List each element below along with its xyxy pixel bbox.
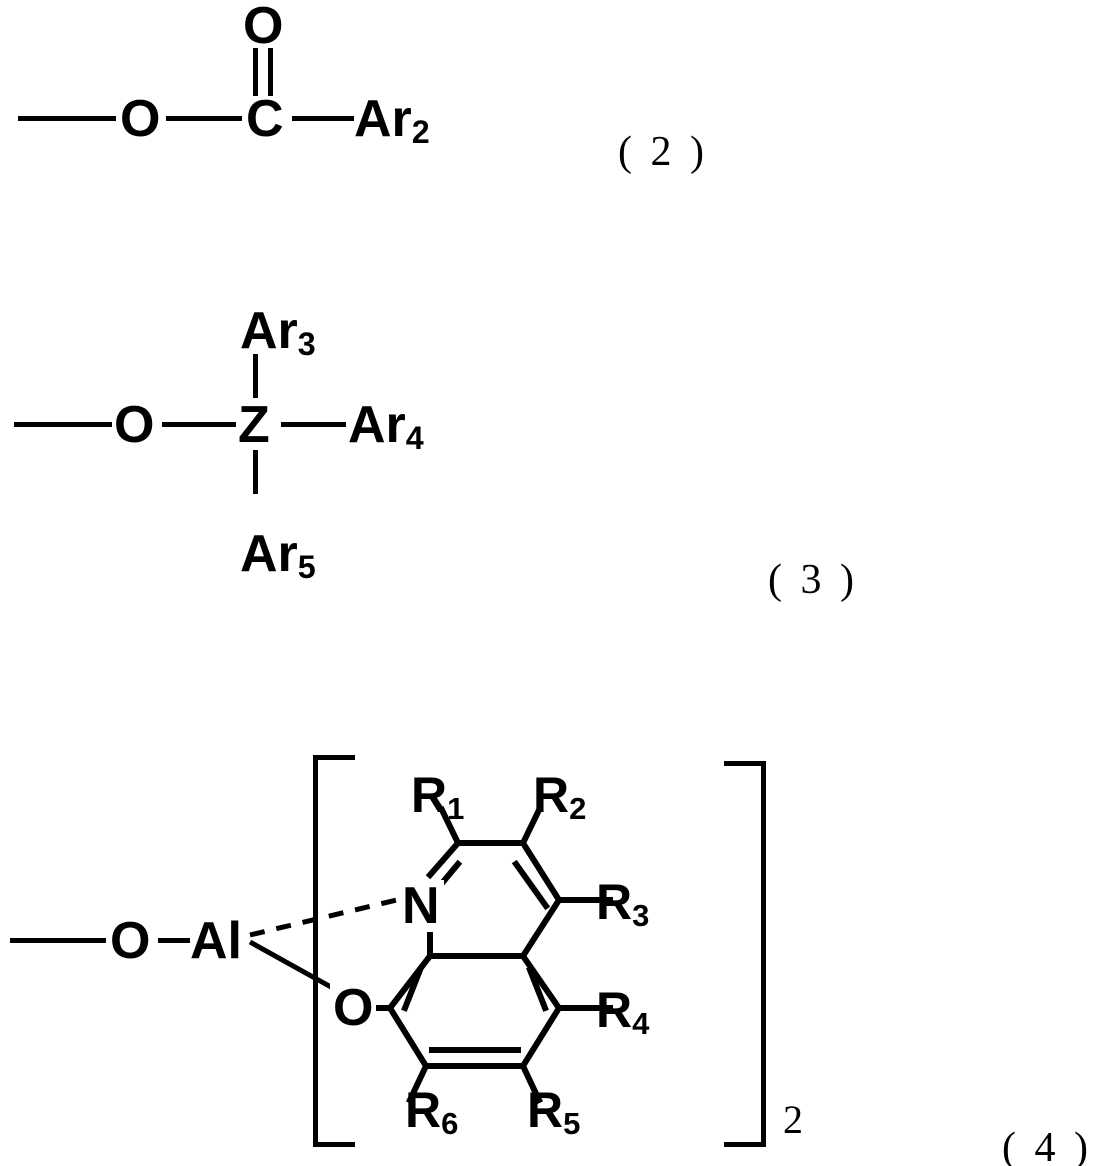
atom-aluminum-4: Al	[190, 912, 242, 970]
bond-c3-r2	[518, 805, 544, 848]
bond-o-c-2	[166, 116, 242, 121]
substituent-r4-label: R	[596, 982, 633, 1038]
atom-o-link-4: O	[110, 912, 151, 970]
substituent-r6-sub: 6	[441, 1105, 459, 1141]
bond-c4-c4a	[518, 895, 564, 961]
atom-o-double-2: O	[243, 0, 284, 55]
atom-nitrogen-4: N	[398, 880, 444, 932]
bond-c6-c5	[518, 1003, 564, 1071]
substituent-r4: R4	[596, 985, 649, 1039]
bond-o-z-3	[162, 422, 236, 427]
substituent-r2-sub: 2	[569, 790, 587, 826]
atom-o-link-2: O	[120, 90, 161, 148]
atom-aryl5-3: Ar5	[240, 528, 316, 583]
bond-c8-c7	[385, 1003, 431, 1071]
atom-aryl-2-sub: 2	[411, 114, 430, 151]
bond-inner-c8a-c8	[401, 966, 424, 1012]
bond-c8a-c8	[385, 951, 435, 1013]
bond-n-c2	[425, 838, 463, 880]
bond-double-left-2	[253, 48, 258, 96]
substituent-r1-label: R	[411, 767, 448, 823]
bracket-left-4	[313, 755, 355, 1147]
bond-o-al-4	[158, 938, 190, 943]
atom-aryl4-3-label: Ar	[348, 396, 406, 454]
formula-3-number: ( 3 )	[768, 557, 858, 603]
substituent-r2: R2	[533, 770, 586, 824]
formula-4-number: ( 4 )	[1002, 1125, 1092, 1166]
atom-aryl3-3-label: Ar	[240, 302, 298, 360]
bond-c6-r5	[519, 1062, 543, 1104]
atom-carbon-2: C	[246, 90, 284, 148]
bond-z-ar3-3	[253, 354, 258, 398]
atom-o-link-3: O	[114, 396, 155, 454]
substituent-r2-label: R	[533, 767, 570, 823]
substituent-r6: R6	[405, 1085, 458, 1139]
substituent-r3-sub: 3	[632, 897, 650, 933]
formula-2-number: ( 2 )	[618, 129, 708, 175]
bond-c3-c4	[518, 838, 564, 905]
bond-c2-r1	[437, 805, 463, 848]
bond-inner-c4a-c5	[526, 966, 549, 1012]
substituent-r4-sub: 4	[632, 1005, 650, 1041]
bracket-right-4	[724, 761, 766, 1147]
atom-aryl4-3: Ar4	[348, 399, 424, 454]
atom-aryl5-3-label: Ar	[240, 525, 298, 583]
bond-c7-r6	[406, 1062, 430, 1104]
atom-aryl-2: Ar2	[354, 93, 430, 148]
bond-z-ar4-3	[281, 422, 346, 427]
bond-z-ar5-3	[253, 450, 258, 494]
substituent-r1: R1	[411, 770, 464, 824]
atom-z-center-3: Z	[238, 396, 270, 454]
bond-open-left-2	[18, 116, 116, 121]
bond-inner-c3-c4	[511, 859, 551, 911]
quinolinolate-skeleton-4	[345, 805, 613, 1104]
atom-aryl3-3: Ar3	[240, 305, 316, 360]
substituent-r1-sub: 1	[447, 790, 465, 826]
substituent-r3-label: R	[596, 874, 633, 930]
substituent-r5-sub: 5	[563, 1105, 581, 1141]
substituent-r5: R5	[527, 1085, 580, 1139]
substituent-r5-label: R	[527, 1082, 564, 1138]
atom-oxygen-ring-4: O	[330, 982, 377, 1034]
bond-open-left-3	[14, 422, 112, 427]
bracket-subscript-4: 2	[783, 1097, 803, 1142]
atom-aryl5-3-sub: 5	[297, 549, 316, 586]
bond-double-right-2	[268, 48, 273, 96]
bond-open-left-4	[10, 938, 106, 943]
bond-c-ar-2	[292, 116, 354, 121]
substituent-r3: R3	[596, 877, 649, 931]
substituent-r6-label: R	[405, 1082, 442, 1138]
bond-c5-c4a	[518, 951, 564, 1013]
atom-aryl4-3-sub: 4	[405, 420, 424, 457]
atom-aryl-2-label: Ar	[354, 90, 412, 148]
atom-aryl3-3-sub: 3	[297, 326, 316, 363]
